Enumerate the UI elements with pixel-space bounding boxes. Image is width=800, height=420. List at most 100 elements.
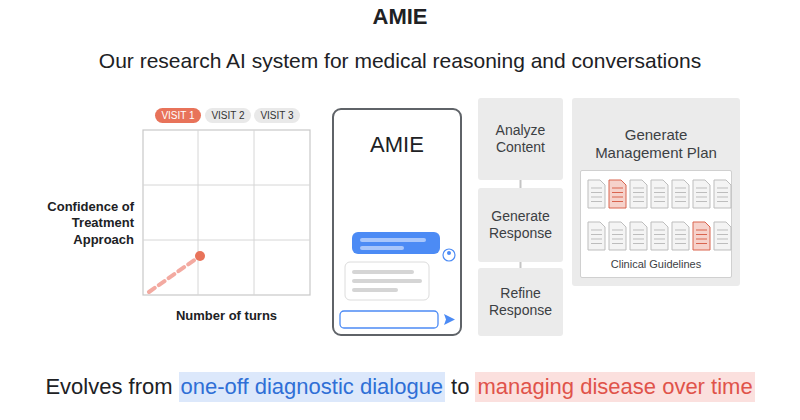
axis-label: Number of turns	[143, 308, 310, 324]
node-text: VISIT 2	[211, 110, 244, 122]
connector-line	[520, 180, 522, 188]
guideline-doc	[609, 222, 626, 250]
doc-line	[633, 192, 644, 193]
node-text: Analyze Content	[482, 122, 559, 156]
doc-line	[591, 201, 602, 202]
doc-line	[675, 188, 686, 189]
connector-line	[520, 262, 522, 268]
guideline-doc	[672, 180, 689, 208]
doc-line	[612, 239, 623, 240]
grid-line	[254, 130, 255, 295]
doc-line	[675, 239, 686, 240]
doc-line	[696, 192, 707, 193]
guideline-doc	[714, 180, 731, 208]
doc-line	[696, 243, 707, 244]
chart-frame	[143, 130, 310, 295]
doc-line	[633, 188, 644, 189]
doc-line	[717, 192, 728, 193]
doc-line	[612, 188, 623, 189]
doc-line	[696, 230, 707, 231]
doc-line	[633, 201, 644, 202]
doc-line	[591, 243, 602, 244]
caption-row: Evolves fromone-off diagnostic dialoguet…	[0, 372, 800, 402]
doc-line	[717, 188, 728, 189]
caption-text: Evolves from	[45, 372, 172, 402]
doc-line	[654, 239, 665, 240]
grid-line	[143, 185, 310, 186]
doc-line	[675, 201, 686, 202]
doc-line	[633, 243, 644, 244]
trend-line	[149, 256, 200, 292]
process-box: Refine Response	[478, 268, 563, 336]
bubble-line	[352, 270, 414, 274]
bubble-line	[360, 246, 404, 250]
node-text: VISIT 3	[260, 110, 293, 122]
doc-line	[696, 234, 707, 235]
process-box: Analyze Content	[478, 98, 563, 180]
guideline-doc	[672, 222, 689, 250]
ai-bubble	[345, 262, 429, 300]
user-bubble	[352, 232, 440, 254]
doc-line	[654, 243, 665, 244]
doc-line	[675, 230, 686, 231]
guidelines-box: Clinical Guidelines	[580, 170, 732, 278]
bubble-line	[352, 279, 422, 283]
guideline-doc	[693, 180, 710, 208]
guideline-doc	[651, 180, 668, 208]
bubble-line	[352, 288, 398, 292]
doc-line	[696, 239, 707, 240]
doc-line	[717, 234, 728, 235]
doc-line	[696, 188, 707, 189]
phone-frame: AMIE	[332, 108, 462, 336]
doc-line	[612, 234, 623, 235]
doc-line	[717, 243, 728, 244]
doc-line	[675, 197, 686, 198]
doc-line	[591, 239, 602, 240]
trend-point	[195, 251, 205, 261]
doc-line	[591, 188, 602, 189]
doc-line	[717, 201, 728, 202]
doc-line	[654, 188, 665, 189]
subtitle: Our research AI system for medical reaso…	[0, 48, 800, 74]
grid-line	[198, 130, 199, 295]
doc-line	[654, 201, 665, 202]
node-text: AMIE	[370, 132, 424, 158]
doc-line	[633, 197, 644, 198]
guideline-doc	[630, 180, 647, 208]
doc-line	[717, 197, 728, 198]
node-text: Generate Response	[482, 208, 559, 242]
input-bar	[340, 311, 438, 328]
doc-line	[654, 234, 665, 235]
doc-line	[654, 192, 665, 193]
node-text: Refine Response	[482, 285, 559, 319]
doc-line	[612, 243, 623, 244]
send-icon	[444, 314, 455, 325]
guideline-doc	[651, 222, 668, 250]
doc-line	[675, 192, 686, 193]
doc-line	[696, 201, 707, 202]
doc-line	[717, 239, 728, 240]
node-text: Clinical Guidelines	[611, 258, 702, 271]
doc-line	[633, 239, 644, 240]
guideline-doc	[609, 180, 626, 208]
doc-line	[696, 197, 707, 198]
guideline-doc	[693, 222, 710, 250]
guideline-doc	[630, 222, 647, 250]
doc-line	[612, 197, 623, 198]
visit-tab: VISIT 1	[155, 108, 201, 123]
plan-panel: Generate Management PlanClinical Guideli…	[572, 98, 740, 286]
bubble-line	[360, 238, 426, 242]
process-box: Generate Response	[478, 188, 563, 262]
doc-line	[633, 230, 644, 231]
user-avatar	[447, 251, 451, 255]
node-text: VISIT 1	[161, 110, 194, 122]
visit-tab: VISIT 3	[254, 108, 300, 123]
highlight-blue: one-off diagnostic dialogue	[179, 372, 446, 402]
doc-line	[591, 197, 602, 198]
doc-line	[612, 230, 623, 231]
doc-line	[591, 230, 602, 231]
grid-line	[143, 240, 310, 241]
highlight-red: managing disease over time	[475, 372, 754, 402]
doc-line	[612, 192, 623, 193]
